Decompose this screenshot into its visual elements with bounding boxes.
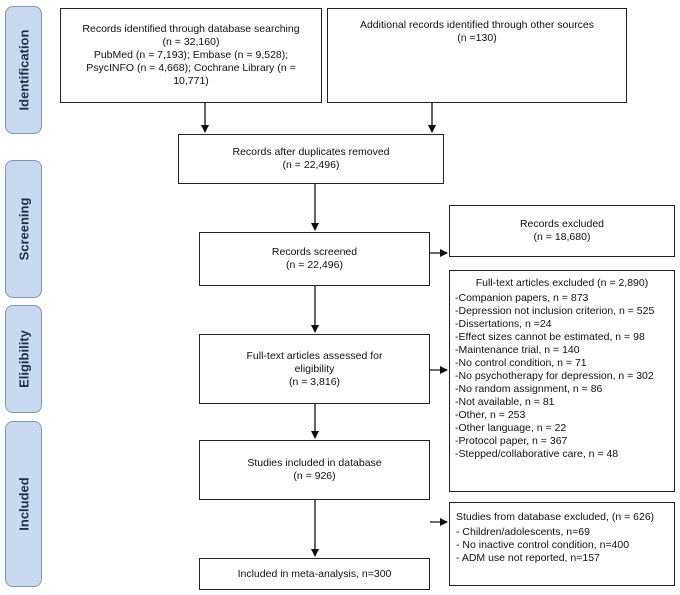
fulltext-excluded-reason: -Maintenance trial, n = 140 [455,344,580,356]
phase-identification: Identification [5,6,42,134]
fulltext-assessed-line-1: Full-text articles assessed for [246,349,383,362]
box-duplicates-removed: Records after duplicates removed (n = 22… [178,134,444,184]
fulltext-excluded-reason: -Dissertations, n =24 [455,318,552,330]
database-search-line-1: Records identified through database sear… [82,23,300,35]
box-meta-analysis: Included in meta-analysis, n=300 [199,558,430,590]
box-fulltext-excluded: Full-text articles excluded (n = 2,890) … [449,270,675,492]
fulltext-excluded-reason: -No random assignment, n = 86 [455,383,603,395]
fulltext-excluded-reason: -Companion papers, n = 873 [455,292,589,304]
fulltext-excluded-reason: -Other, n = 253 [455,409,526,421]
box-records-excluded: Records excluded (n = 18,680) [449,205,675,257]
records-excluded-line-1: Records excluded [519,218,605,230]
duplicates-removed-line-1: Records after duplicates removed [232,146,390,158]
database-search-line-3: PubMed (n = 7,193); Embase (n = 9,528); [93,49,289,61]
studies-excluded-reason: - Children/adolescents, n=69 [456,526,590,538]
fulltext-excluded-reason: -Depression not inclusion criterion, n =… [455,305,655,317]
fulltext-excluded-header: Full-text articles excluded (n = 2,890) [475,277,649,289]
studies-database-line-2: (n = 926) [293,470,336,482]
fulltext-excluded-reason: -Not available, n = 81 [455,396,555,408]
studies-database-line-1: Studies included in database [247,457,382,469]
records-screened-line-2: (n = 22,496) [286,259,343,271]
fulltext-excluded-reason: -No control condition, n = 71 [455,357,587,369]
fulltext-excluded-reason: -No psychotherapy for depression, n = 30… [455,370,654,382]
box-database-search: Records identified through database sear… [60,8,322,103]
fulltext-assessed-line-3: (n = 3,816) [288,375,341,388]
box-studies-database: Studies included in database (n = 926) [199,440,430,500]
phase-screening: Screening [5,160,42,298]
database-search-line-4: PsycINFO (n = 4,668); Cochrane Library (… [86,62,296,74]
records-screened-line-1: Records screened [271,246,358,258]
studies-excluded-reason: - No inactive control condition, n=400 [456,539,630,551]
fulltext-excluded-reason: -Stepped/collaborative care, n = 48 [455,448,619,460]
phase-included: Included [5,421,42,587]
other-sources-line-2: (n =130) [457,32,497,44]
meta-analysis-line-1: Included in meta-analysis, n=300 [237,567,392,580]
other-sources-line-1: Additional records identified through ot… [359,19,595,31]
fulltext-assessed-line-2: eligibility [294,362,335,375]
fulltext-excluded-reason: -Protocol paper, n = 367 [455,435,568,447]
records-excluded-line-2: (n = 18,680) [533,231,591,243]
database-search-line-5: 10,771) [173,75,209,87]
fulltext-excluded-reason: -Effect sizes cannot be estimated, n = 9… [455,331,645,343]
studies-excluded-reason: - ADM use not reported, n=157 [456,552,600,564]
box-records-screened: Records screened (n = 22,496) [199,232,430,286]
box-fulltext-assessed: Full-text articles assessed for eligibil… [199,334,430,404]
box-studies-excluded: Studies from database excluded, (n = 626… [449,502,675,586]
fulltext-excluded-reason: -Other language, n = 22 [455,422,567,434]
box-other-sources: Additional records identified through ot… [327,8,627,103]
phase-eligibility: Eligibility [5,305,42,413]
duplicates-removed-line-2: (n = 22,496) [282,159,340,171]
studies-excluded-header: Studies from database excluded, (n = 626… [456,511,655,523]
database-search-line-2: (n = 32,160) [162,36,220,48]
